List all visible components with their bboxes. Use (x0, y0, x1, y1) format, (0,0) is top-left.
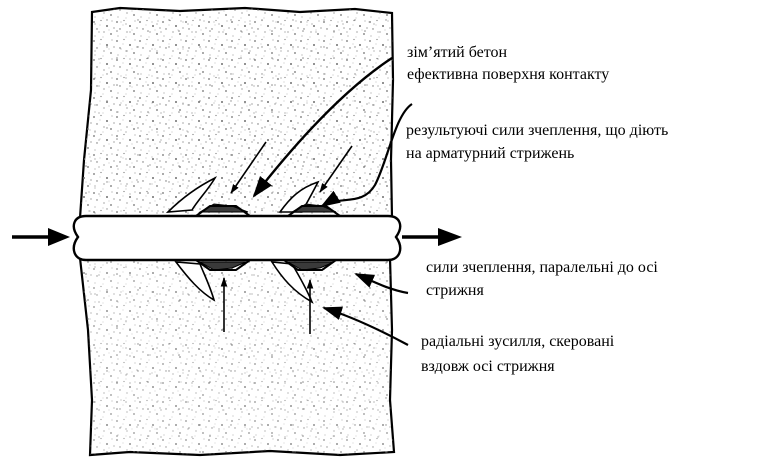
label-crushed-concrete: зім’ятий бетон (407, 42, 507, 63)
label-radial-forces-line2: вздовж осі стрижня (421, 356, 555, 377)
upper-concrete-block (80, 8, 393, 218)
label-resulting-bond-forces-line2: на арматурний стрижень (406, 143, 574, 164)
label-resulting-bond-forces-line1: результуючі сили зчеплення, що діють (406, 120, 668, 141)
reinforcing-bar (74, 206, 400, 270)
left-load-arrow (12, 228, 70, 246)
lower-concrete-block (80, 258, 394, 455)
label-radial-forces-line1: радіальні зусилля, скеровані (421, 331, 614, 352)
label-parallel-bond-forces-line1: сили зчеплення, паралельні до осі (426, 257, 658, 278)
label-effective-contact-surface: ефективна поверхня контакту (407, 64, 609, 85)
right-load-arrow (402, 228, 462, 246)
label-parallel-bond-forces-line2: стрижня (426, 280, 484, 301)
